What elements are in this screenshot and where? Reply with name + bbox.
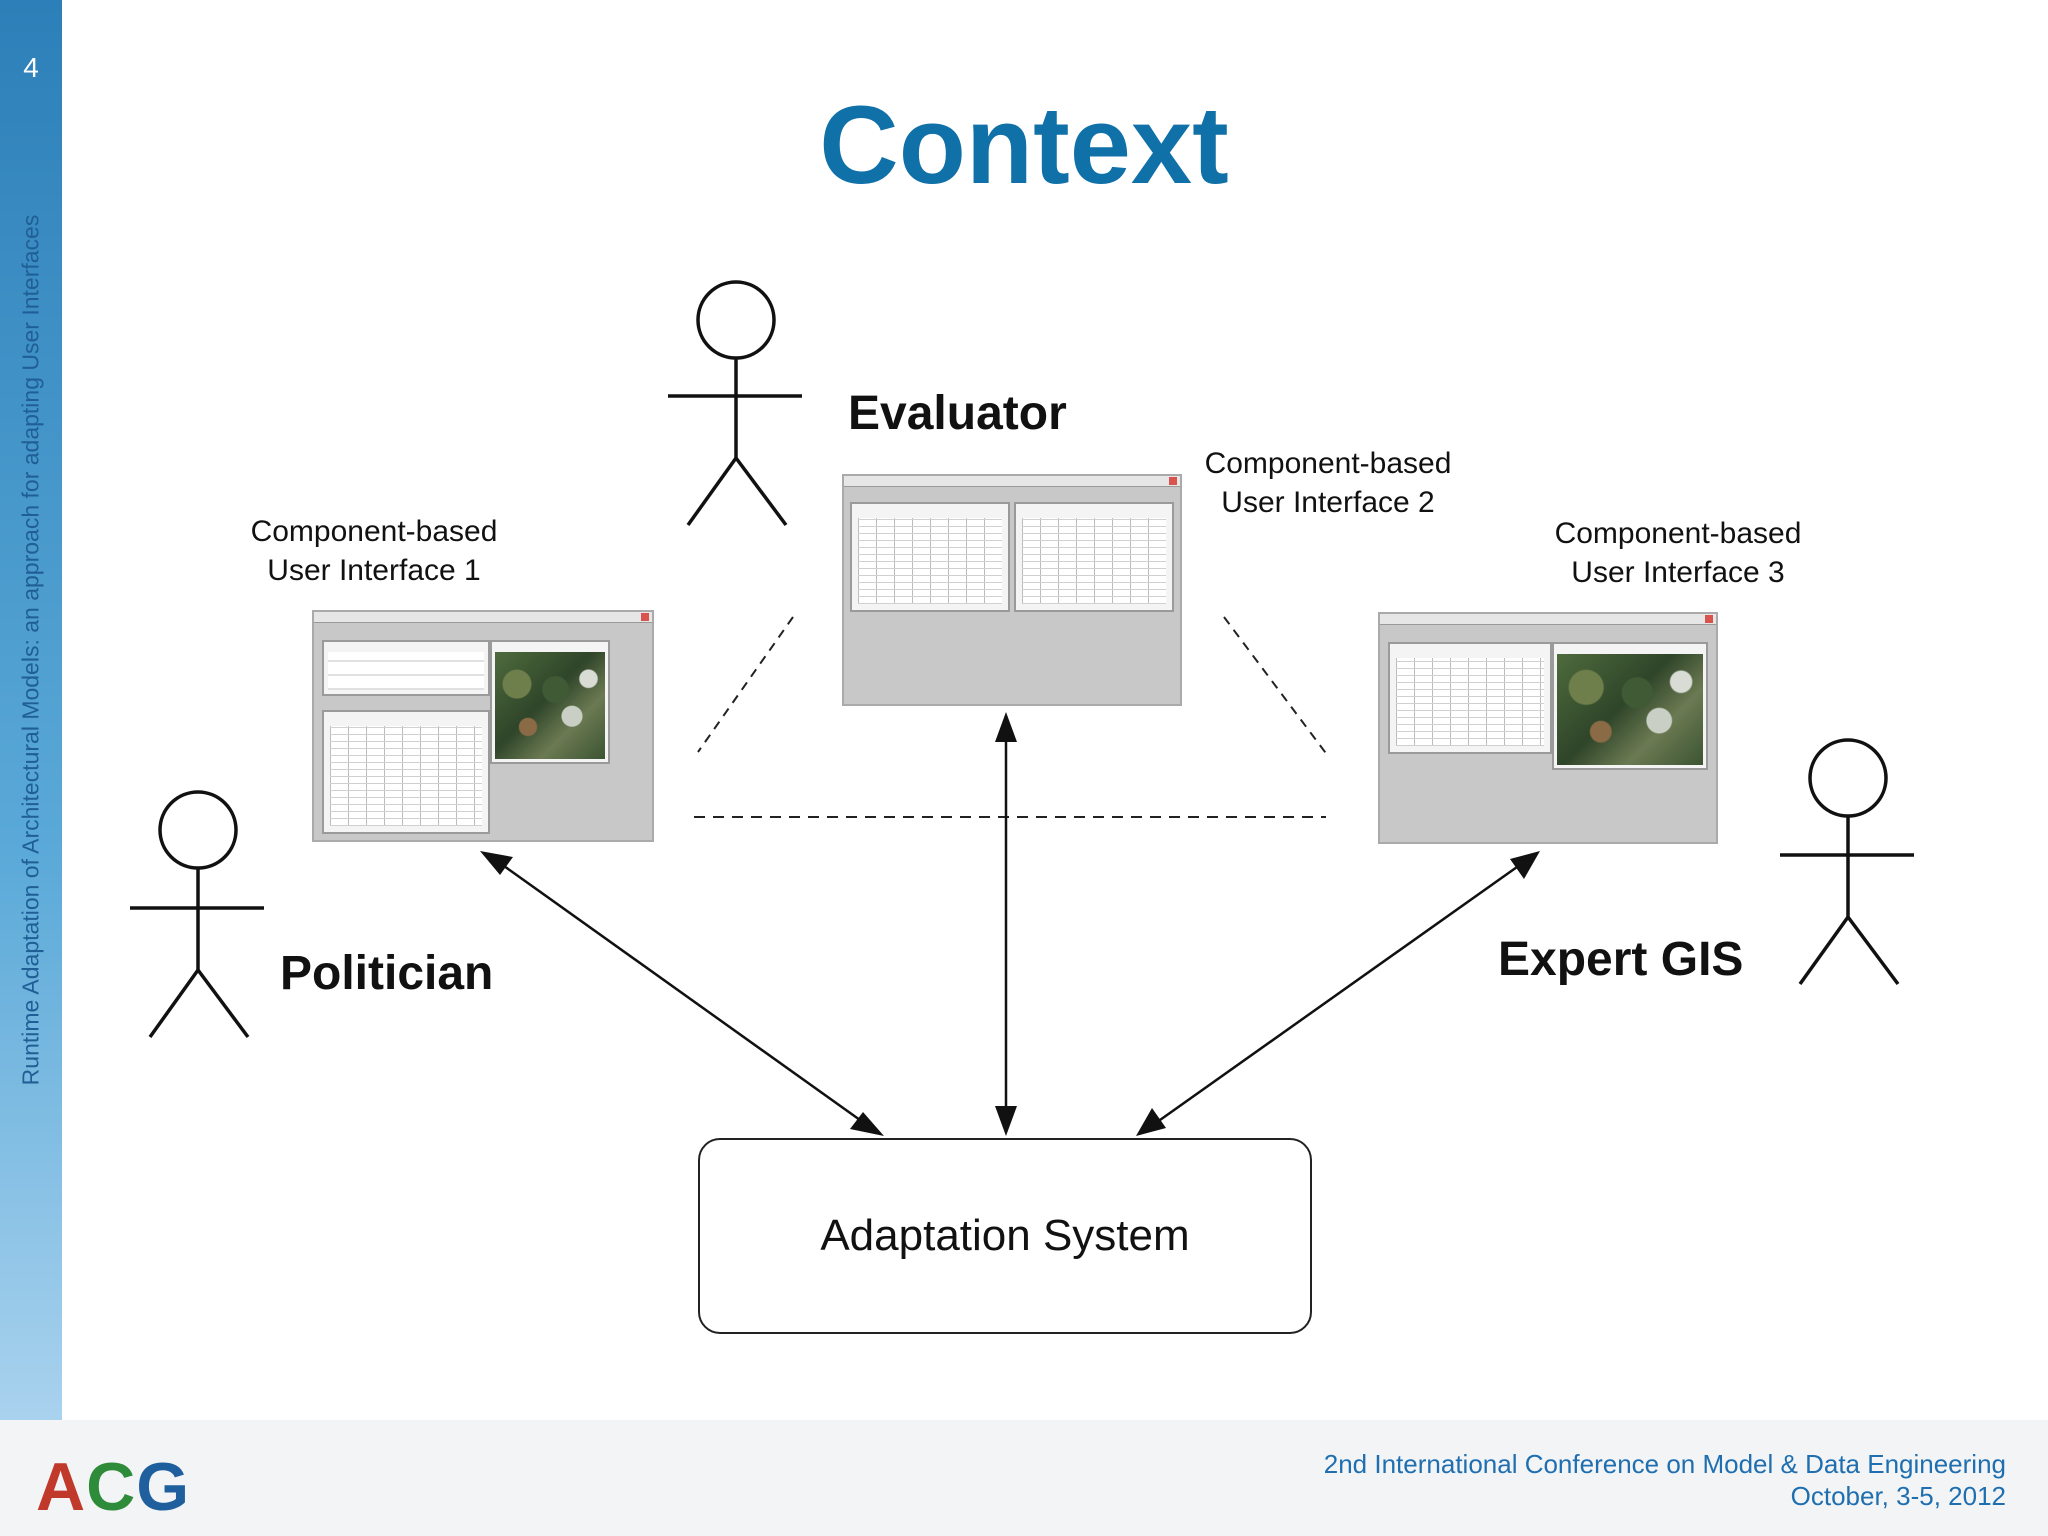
close-icon (1705, 615, 1713, 623)
ui2-table-panel-left (850, 502, 1010, 612)
expert-gis-label: Expert GIS (1498, 933, 1744, 986)
ui1-screenshot (312, 610, 654, 842)
arrow-ui1-system (480, 851, 884, 1136)
arrow-ui2-system (995, 712, 1017, 1136)
sidebar-band (0, 0, 62, 1420)
ui1-table-panel (322, 710, 490, 834)
conference-info: 2nd International Conference on Model & … (1324, 1448, 2006, 1512)
conference-name: 2nd International Conference on Model & … (1323, 1449, 2006, 1479)
ui3-screenshot (1378, 612, 1718, 844)
close-icon (1169, 477, 1177, 485)
acg-logo: ACG (36, 1449, 191, 1525)
ui2-screenshot (842, 474, 1182, 706)
ui3-caption: Component-based User Interface 3 (1554, 517, 1802, 589)
adaptation-system-box: Adaptation System (698, 1138, 1312, 1334)
ui1-form-panel (322, 640, 490, 696)
close-icon (641, 613, 649, 621)
expert-figure (1780, 738, 1914, 986)
dashed-link-right (1223, 616, 1329, 757)
slide-title: Context (819, 84, 1229, 207)
ui1-caption: Component-based User Interface 1 (250, 515, 498, 587)
evaluator-label: Evaluator (848, 387, 1067, 440)
ui2-caption: Component-based User Interface 2 (1204, 447, 1452, 519)
ui3-table-panel (1388, 642, 1552, 754)
politician-label: Politician (280, 947, 494, 1000)
politician-figure (130, 790, 264, 1039)
evaluator-figure (668, 280, 802, 527)
arrow-ui3-system (1136, 851, 1540, 1136)
slide-number: 4 (23, 52, 39, 83)
ui3-map-panel (1552, 642, 1708, 770)
dashed-link-left (697, 616, 794, 753)
ui1-map-panel (490, 640, 610, 764)
adaptation-system-label: Adaptation System (820, 1211, 1190, 1260)
conference-date: October, 3-5, 2012 (1790, 1481, 2006, 1511)
footer-band (0, 1420, 2048, 1536)
ui2-table-panel-right (1014, 502, 1174, 612)
